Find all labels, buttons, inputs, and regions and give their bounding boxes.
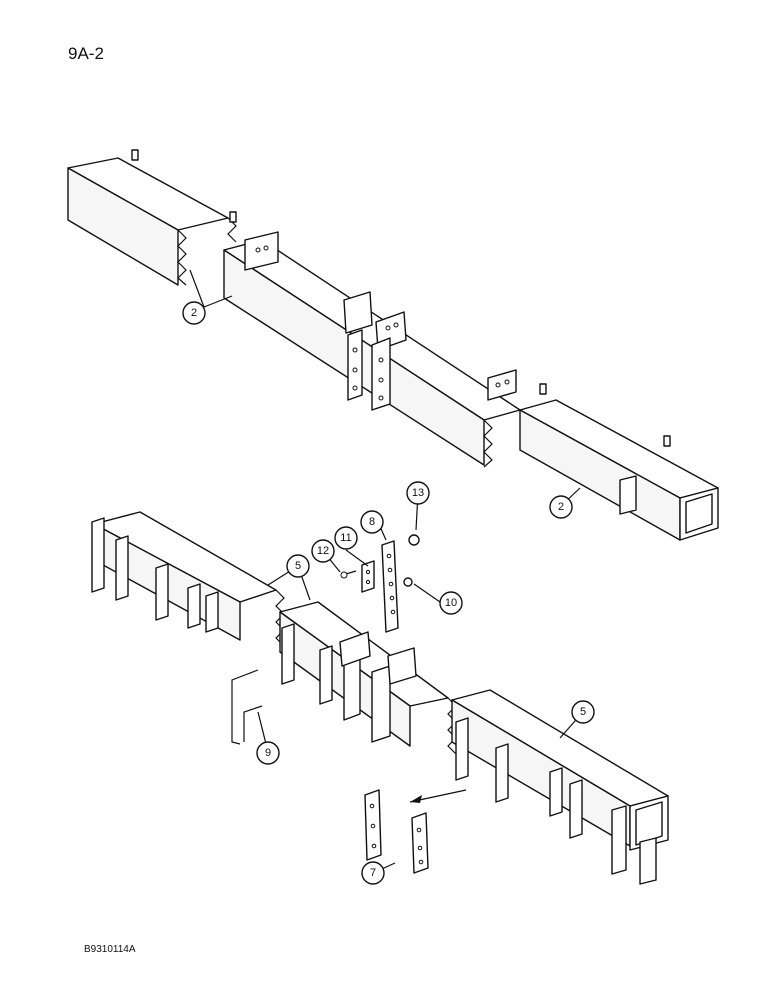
upper-bracket-1 bbox=[244, 231, 279, 271]
callout-8: 8 bbox=[360, 510, 384, 534]
svg-text:11: 11 bbox=[340, 532, 351, 544]
upper-hanger-plate-1 bbox=[347, 329, 363, 401]
upper-toolbar-beam bbox=[67, 149, 719, 541]
upper-end-plate bbox=[619, 475, 637, 515]
lower-shank-14 bbox=[611, 805, 627, 875]
upper-bracket-4 bbox=[487, 369, 517, 401]
callout-10: 10 bbox=[439, 591, 463, 615]
upper-beam-break-right bbox=[483, 419, 493, 468]
page-label: 9A-2 bbox=[68, 44, 104, 63]
svg-text:8: 8 bbox=[369, 516, 375, 528]
callout-13: 13 bbox=[406, 481, 430, 505]
lower-beam-end-opening bbox=[635, 801, 663, 846]
callout-5-left: 5 bbox=[286, 554, 310, 578]
callout-5-right: 5 bbox=[571, 700, 595, 724]
svg-text:9: 9 bbox=[265, 747, 271, 759]
svg-text:13: 13 bbox=[412, 487, 424, 499]
upper-stud-4 bbox=[663, 435, 671, 447]
svg-text:5: 5 bbox=[580, 706, 586, 718]
lower-shank-4 bbox=[187, 583, 201, 629]
u-bolt-part-9-b bbox=[243, 705, 263, 742]
plate-part-7b bbox=[411, 812, 429, 874]
upper-beam-left-side-face bbox=[67, 167, 179, 286]
lower-shank-2 bbox=[115, 535, 129, 601]
callout-12: 12 bbox=[311, 539, 335, 563]
lower-shank-7 bbox=[319, 645, 333, 705]
upper-bracket-2 bbox=[343, 291, 373, 334]
svg-text:5: 5 bbox=[295, 560, 301, 572]
svg-text:2: 2 bbox=[558, 501, 564, 513]
nut-part-13 bbox=[408, 534, 420, 546]
lower-shank-11 bbox=[495, 743, 509, 803]
svg-text:7: 7 bbox=[370, 867, 376, 879]
lower-shank-13 bbox=[569, 779, 583, 839]
upper-beam-break-left bbox=[177, 229, 187, 286]
svg-text:12: 12 bbox=[317, 545, 329, 557]
lower-bracket-1 bbox=[339, 631, 371, 667]
callout-11: 11 bbox=[334, 526, 358, 550]
callout-2-upper-left: 2 bbox=[182, 301, 206, 325]
lower-shank-9 bbox=[371, 665, 391, 743]
callout-9: 9 bbox=[256, 741, 280, 765]
lower-shank-3 bbox=[155, 563, 169, 621]
svg-text:10: 10 bbox=[445, 597, 457, 609]
callout-2-upper-right: 2 bbox=[549, 495, 573, 519]
lower-shank-6 bbox=[281, 623, 295, 685]
upper-beam-end-opening bbox=[685, 493, 713, 534]
lower-shank-10 bbox=[455, 717, 469, 781]
upper-stud-2 bbox=[229, 211, 237, 223]
washer-part-10 bbox=[403, 577, 413, 587]
bolt-part-12 bbox=[345, 570, 357, 575]
assembly-arrowhead bbox=[410, 795, 422, 803]
upper-hanger-plate-2 bbox=[371, 337, 391, 411]
reference-code: B9310114A bbox=[84, 944, 136, 955]
upper-stud-3 bbox=[539, 383, 547, 395]
lower-toolbar-beam bbox=[91, 511, 669, 885]
lower-shank-5 bbox=[205, 591, 219, 633]
plate-part-11 bbox=[361, 560, 375, 593]
lower-shank-1 bbox=[91, 517, 105, 593]
lower-shank-12 bbox=[549, 767, 563, 817]
lower-bracket-2 bbox=[387, 647, 417, 685]
strap-part-8 bbox=[381, 540, 399, 633]
u-bolt-part-9-a bbox=[231, 669, 259, 745]
upper-stud-1 bbox=[131, 149, 139, 161]
lower-shank-15 bbox=[639, 837, 657, 885]
callout-7: 7 bbox=[361, 861, 385, 885]
svg-text:2: 2 bbox=[191, 307, 197, 319]
